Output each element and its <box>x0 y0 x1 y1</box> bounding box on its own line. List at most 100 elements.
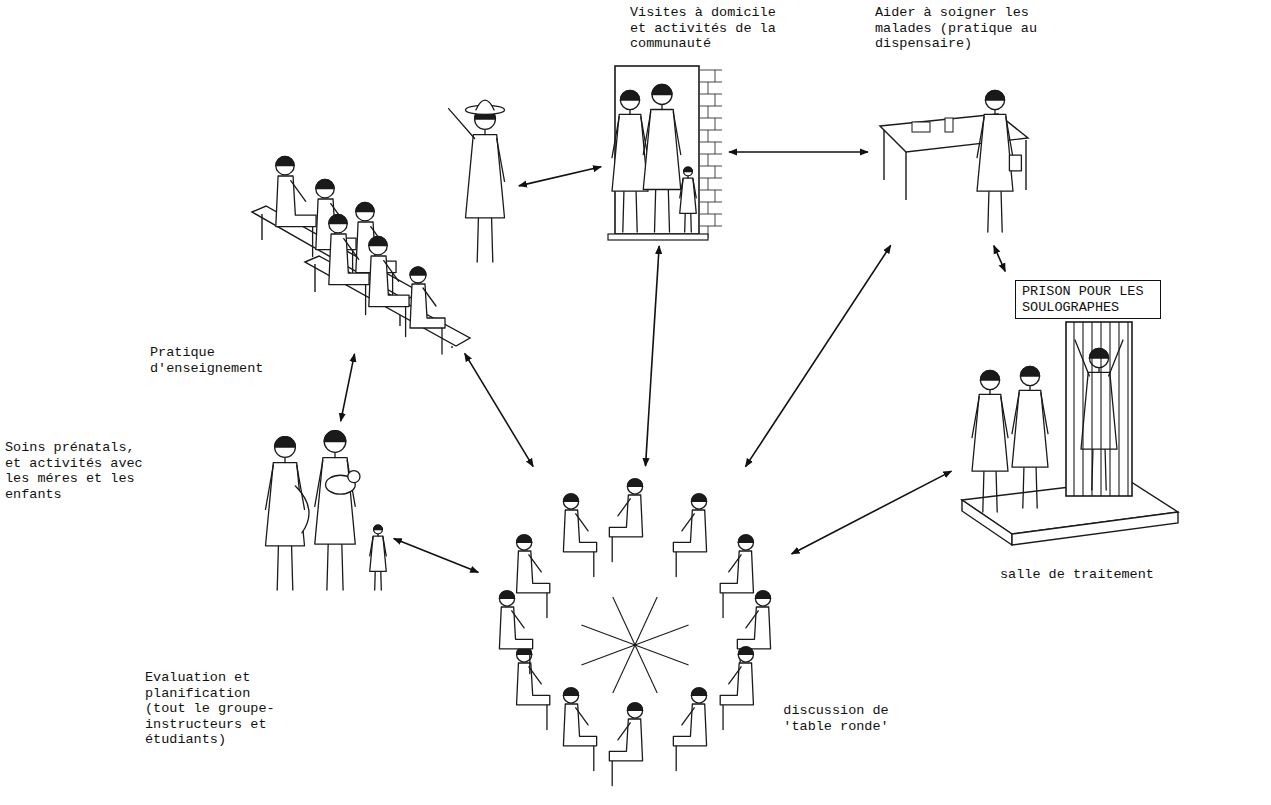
brick <box>700 190 722 191</box>
figure <box>517 647 550 730</box>
cage-bar <box>1109 322 1110 496</box>
brick <box>700 142 722 143</box>
figure <box>329 214 369 314</box>
table-leg <box>905 152 906 200</box>
figure <box>643 85 681 233</box>
arrow-connector <box>994 246 1005 272</box>
activity-station: Pratique d'enseignement <box>250 85 515 350</box>
brick <box>700 70 722 71</box>
arrow-connector <box>745 245 890 466</box>
arrow-connector <box>465 353 533 466</box>
figure <box>369 236 409 336</box>
sign-text: PRISON POUR LES SOULOGRAPHES <box>1022 284 1154 315</box>
bottle <box>945 118 953 132</box>
activity-station: salle de traitementPRISON POUR LES SOULO… <box>955 275 1180 547</box>
activity-caption: Evaluation et planification (tout le gro… <box>145 670 281 748</box>
brick <box>715 118 716 130</box>
activity-caption: Visites à domicile et activités de la co… <box>630 5 785 52</box>
figure <box>315 431 360 590</box>
figure <box>266 437 309 590</box>
arrow-connector <box>645 246 659 466</box>
brick <box>708 178 709 190</box>
arrow-connector <box>519 167 601 186</box>
brick <box>700 214 722 215</box>
brick <box>708 202 709 214</box>
brick <box>700 118 722 119</box>
activity-station: Evaluation et planification (tout le gro… <box>482 470 788 800</box>
cage-bar <box>1127 322 1128 496</box>
star-line <box>635 645 657 693</box>
cage-bar <box>1118 322 1119 496</box>
brick <box>708 82 709 94</box>
brick <box>700 94 722 95</box>
platform-side <box>962 500 1012 545</box>
bench-leg <box>314 264 315 292</box>
brick <box>700 226 722 227</box>
brick <box>715 142 716 154</box>
brick <box>715 214 716 226</box>
brick <box>715 166 716 178</box>
brick <box>700 154 722 155</box>
platform-side <box>1012 512 1178 545</box>
brick <box>700 202 722 203</box>
brick <box>715 94 716 106</box>
star-line <box>581 645 635 665</box>
figure <box>720 647 753 730</box>
bench-leg <box>451 346 452 348</box>
figure <box>517 535 550 618</box>
figure <box>1075 340 1123 490</box>
figure <box>737 591 770 674</box>
brick <box>715 190 716 202</box>
cage-bar <box>1082 322 1083 496</box>
cage <box>1066 322 1132 496</box>
arrow-connector <box>729 151 868 153</box>
box <box>912 122 930 132</box>
figure <box>673 688 706 771</box>
arrow-connector <box>792 471 952 554</box>
figure <box>972 370 1008 512</box>
star-line <box>613 597 635 645</box>
brick <box>700 82 722 83</box>
brick <box>700 178 722 179</box>
figure <box>449 100 505 262</box>
figure <box>720 535 753 618</box>
activity-caption: Soins prénatals, et activités avec les m… <box>5 440 147 502</box>
brick <box>715 70 716 82</box>
brick <box>700 130 722 131</box>
activity-station: Aider à soigner les malades (pratique au… <box>872 62 1032 242</box>
bench-leg <box>261 214 262 240</box>
brick <box>708 106 709 118</box>
cage-bar <box>1091 322 1092 496</box>
activity-caption: Pratique d'enseignement <box>150 345 265 376</box>
activity-station: Soins prénatals, et activités avec les m… <box>255 425 390 595</box>
sign-board: PRISON POUR LES SOULOGRAPHES <box>1015 280 1161 319</box>
figure <box>499 591 532 674</box>
figure <box>680 167 697 232</box>
figure <box>612 90 648 232</box>
table-leg <box>1025 140 1026 190</box>
arrow-connector <box>394 538 479 572</box>
brick <box>700 106 722 107</box>
brick <box>700 166 722 167</box>
star-line <box>635 625 689 645</box>
figure <box>977 90 1021 232</box>
figure <box>410 267 445 354</box>
activity-caption: salle de traitement <box>1000 567 1175 583</box>
figure <box>609 479 642 562</box>
brick <box>708 154 709 166</box>
figure <box>563 494 596 577</box>
brick <box>708 130 709 142</box>
figure <box>673 494 706 577</box>
door-step <box>608 234 708 240</box>
figure <box>609 703 642 786</box>
figure <box>563 688 596 771</box>
figure <box>370 525 387 590</box>
activity-station: Visites à domicile et activités de la co… <box>605 62 725 242</box>
cage-bar <box>1100 322 1101 496</box>
table-leg <box>883 130 884 180</box>
cage-bar <box>1073 322 1074 496</box>
figure <box>276 156 316 256</box>
figure <box>1012 366 1048 508</box>
activity-caption: discussion de 'table ronde' <box>780 703 892 734</box>
arrow-connector <box>341 354 355 421</box>
